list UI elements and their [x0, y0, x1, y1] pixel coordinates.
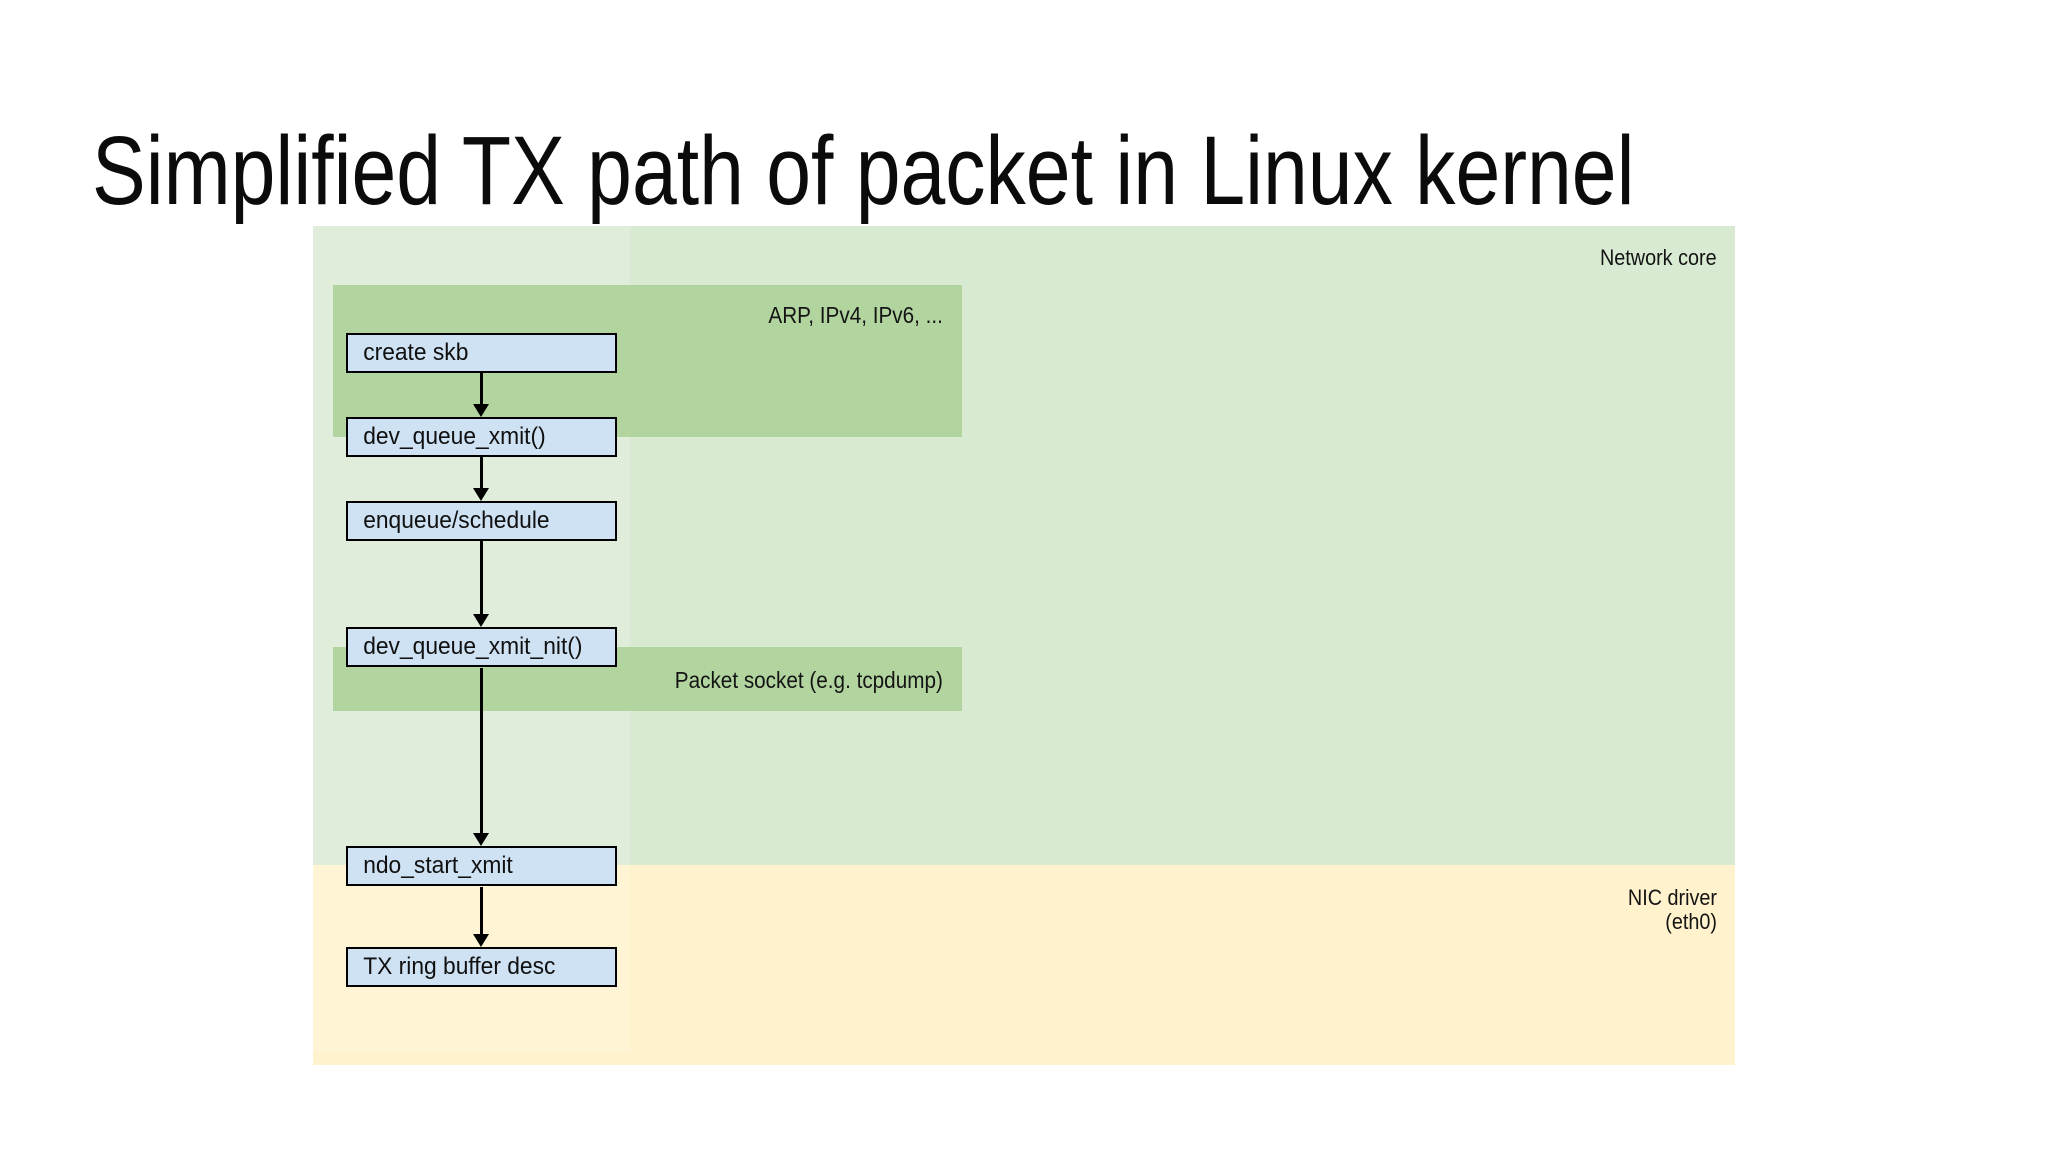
- arrow-create-skb-to-dev-queue-xmit: [473, 373, 490, 417]
- node-dev-queue-xmit-nit: dev_queue_xmit_nit(): [346, 627, 617, 667]
- arrow-shaft: [480, 457, 483, 489]
- arrow-dev-queue-xmit-nit-to-ndo-start-xmit: [473, 668, 490, 846]
- arrow-head-icon: [473, 614, 489, 627]
- arrow-head-icon: [473, 488, 489, 501]
- arrow-head-icon: [473, 404, 489, 417]
- arrow-head-icon: [473, 833, 489, 846]
- arrow-ndo-start-xmit-to-tx-ring-buffer-desc: [473, 887, 490, 947]
- network-core-label: Network core: [1600, 245, 1717, 270]
- protocols-label: ARP, IPv4, IPv6, ...: [768, 302, 943, 328]
- node-dev-queue-xmit-label: dev_queue_xmit(): [363, 423, 546, 450]
- node-tx-ring-buffer-desc: TX ring buffer desc: [346, 947, 617, 987]
- slide-title: Simplified TX path of packet in Linux ke…: [92, 116, 1635, 225]
- arrow-head-icon: [473, 934, 489, 947]
- nic-driver-label: NIC driver (eth0): [1628, 886, 1717, 934]
- packet-socket-label: Packet socket (e.g. tcpdump): [674, 667, 943, 693]
- node-enqueue-schedule-label: enqueue/schedule: [363, 507, 550, 534]
- arrow-enqueue-schedule-to-dev-queue-xmit-nit: [473, 541, 490, 627]
- arrow-shaft: [480, 541, 483, 615]
- arrow-shaft: [480, 373, 483, 405]
- node-dev-queue-xmit-nit-label: dev_queue_xmit_nit(): [363, 633, 583, 660]
- nic-driver-label-line1: NIC driver: [1627, 885, 1717, 910]
- node-create-skb-label: create skb: [363, 339, 469, 366]
- arrow-dev-queue-xmit-to-enqueue-schedule: [473, 457, 490, 501]
- nic-driver-label-line2: (eth0): [1665, 909, 1717, 934]
- node-create-skb: create skb: [346, 333, 617, 373]
- node-ndo-start-xmit-label: ndo_start_xmit: [363, 852, 513, 879]
- node-dev-queue-xmit: dev_queue_xmit(): [346, 417, 617, 457]
- arrow-shaft: [480, 887, 483, 935]
- node-enqueue-schedule: enqueue/schedule: [346, 501, 617, 541]
- arrow-shaft: [480, 668, 483, 834]
- node-ndo-start-xmit: ndo_start_xmit: [346, 846, 617, 886]
- node-tx-ring-buffer-desc-label: TX ring buffer desc: [363, 953, 556, 980]
